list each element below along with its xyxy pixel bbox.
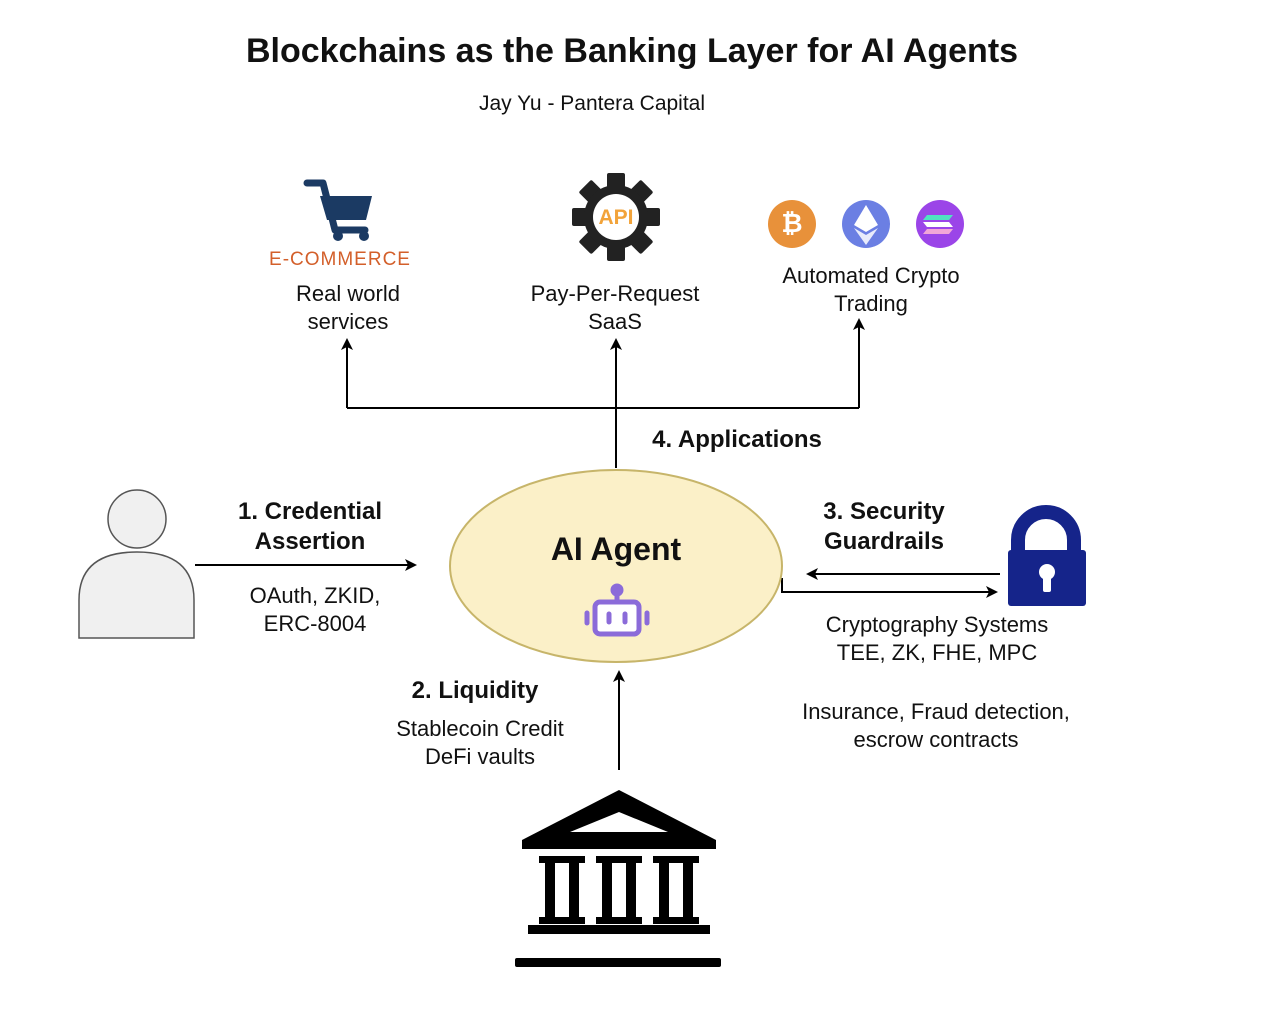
page-title: Blockchains as the Banking Layer for AI … (245, 32, 1019, 70)
credential-details-line1: OAuth, ZKID, (249, 583, 381, 608)
credential-header-line1: 1. Credential (237, 498, 383, 525)
solana-bar-top (923, 215, 953, 220)
api-logo-text: API (598, 206, 634, 229)
security-header-line1: 3. Security (823, 498, 945, 525)
connectors (195, 318, 1000, 770)
saas-label-line1: Pay-Per-Request (530, 281, 700, 306)
ai-agent-title: AI Agent (550, 531, 682, 567)
person-icon (78, 489, 195, 639)
author-subtitle: Jay Yu - Pantera Capital (478, 92, 706, 115)
liquidity-details: Stablecoin Credit DeFi vaults (360, 715, 600, 770)
security-header: 3. Security Guardrails (784, 497, 984, 557)
credential-header: 1. Credential Assertion (200, 497, 420, 557)
solana-bar-bottom (923, 229, 953, 234)
security-header-line2: Guardrails (823, 528, 945, 555)
robot-icon (584, 583, 650, 637)
bank-column (596, 856, 642, 924)
security-arrow-to-lock (781, 578, 998, 598)
bank-column (653, 856, 699, 924)
bitcoin-symbol: ₿ (781, 208, 803, 238)
real-world-services-line2: services (307, 308, 389, 334)
padlock-icon (1008, 505, 1086, 606)
security-extra-line2: escrow contracts (853, 726, 1019, 752)
liquidity-details-line1: Stablecoin Credit (396, 716, 564, 741)
api-gear-icon (572, 173, 660, 261)
saas-label-line2: SaaS (588, 308, 642, 334)
real-world-services-line1: Real world (296, 281, 400, 306)
liquidity-header: 2. Liquidity (411, 677, 539, 704)
security-extra-line1: Insurance, Fraud detection, (802, 699, 1070, 724)
shopping-cart-icon (303, 179, 372, 241)
ai-agent-ellipse (449, 469, 783, 663)
credential-details-line2: ERC-8004 (263, 610, 367, 636)
crypto-trading-line1: Automated Crypto (782, 263, 960, 288)
credential-details: OAuth, ZKID, ERC-8004 (215, 582, 415, 637)
applications-header: 4. Applications (652, 426, 822, 453)
real-world-services-label: Real world services (238, 280, 458, 335)
security-details-line2: TEE, ZK, FHE, MPC (836, 639, 1038, 665)
security-extra: Insurance, Fraud detection, escrow contr… (776, 698, 1096, 753)
bitcoin-icon (768, 200, 816, 248)
ethereum-diamond-bottom (854, 228, 878, 245)
security-details-line1: Cryptography Systems (825, 612, 1049, 637)
ethereum-diamond-top (854, 205, 878, 232)
security-details: Cryptography Systems TEE, ZK, FHE, MPC (797, 611, 1077, 666)
crypto-coins (768, 200, 964, 248)
crypto-trading-label: Automated Crypto Trading (731, 262, 1011, 317)
ecommerce-logo-text: E-COMMERCE (269, 249, 411, 270)
crypto-trading-line2: Trading (834, 290, 908, 316)
bank-column (539, 856, 585, 924)
credential-header-line2: Assertion (254, 528, 366, 555)
solana-bar-middle (923, 222, 953, 227)
saas-label: Pay-Per-Request SaaS (475, 280, 755, 335)
bank-icon (515, 790, 721, 967)
liquidity-details-line2: DeFi vaults (424, 743, 536, 769)
